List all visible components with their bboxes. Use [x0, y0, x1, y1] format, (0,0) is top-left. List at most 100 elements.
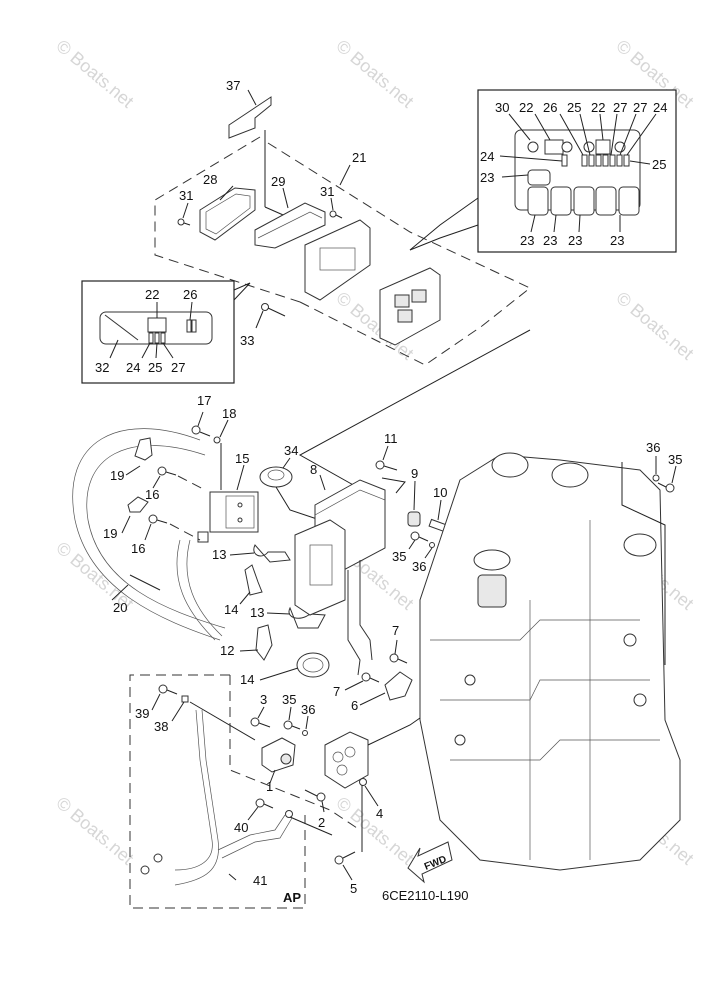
- leader-28: [219, 185, 234, 201]
- bracket-cutout: [309, 544, 333, 586]
- label-38: [181, 695, 189, 703]
- clamp-14: [244, 564, 263, 596]
- callout-14: 14: [224, 602, 238, 617]
- leader-35: [288, 706, 292, 721]
- callout-29: 29: [271, 174, 285, 189]
- relay-4-socket: [344, 746, 356, 758]
- cable-terminal: [285, 810, 293, 818]
- cable-41: [174, 709, 219, 886]
- inset-callout: 24: [653, 100, 667, 115]
- fuse-26: [186, 319, 192, 333]
- ap-group-boundary: [129, 674, 306, 909]
- hardware-group-top-right: 36 35: [621, 440, 682, 665]
- ecu-connector: [319, 247, 356, 271]
- leader-1: [269, 769, 276, 784]
- oil-pump-gear: [477, 574, 507, 608]
- relay-22: [544, 139, 564, 155]
- callout-36: 36: [301, 702, 315, 717]
- clamp-13: [253, 544, 291, 563]
- ap-label: AP: [283, 890, 301, 905]
- bracket-arm: [347, 570, 361, 676]
- harness-outline: [72, 428, 221, 641]
- callout-13: 13: [250, 605, 264, 620]
- leader: [499, 155, 563, 162]
- assembly-line: [169, 523, 201, 541]
- fuse-26: [191, 319, 197, 333]
- leader: [559, 113, 584, 156]
- relay-4-socket: [332, 751, 344, 763]
- watermark: © Boats.net: [52, 793, 137, 869]
- relay: [394, 294, 410, 308]
- inset-callout: 23: [520, 233, 534, 248]
- inset-callout: 24: [126, 360, 140, 375]
- inset-fuse-holder-detail: 22 26 32 24 25 27: [81, 280, 251, 384]
- ground-lead: [186, 539, 223, 637]
- inset-callout: 26: [543, 100, 557, 115]
- callout-13: 13: [212, 547, 226, 562]
- group-boundary: [267, 142, 531, 327]
- fwd-indicator: FWD: [407, 841, 453, 884]
- engine-port: [491, 452, 529, 478]
- callout-38: 38: [154, 719, 168, 734]
- ecu-assembly-group: 37 21 28 29 31 31 33: [154, 78, 531, 366]
- relay-screw: [237, 502, 243, 508]
- bolt-7: [389, 653, 408, 664]
- assembly-line: [621, 462, 666, 665]
- leader-16: [152, 475, 161, 489]
- leader-line: [381, 477, 406, 494]
- leader: [626, 113, 657, 156]
- leader-13: [229, 552, 255, 556]
- bolt-35: [283, 720, 301, 730]
- leader: [579, 113, 591, 156]
- bracket-arm: [359, 560, 373, 661]
- callout-37: 37: [226, 78, 240, 93]
- callout-7: 7: [333, 684, 340, 699]
- assembly-line: [289, 816, 333, 836]
- bolt-17: [191, 425, 211, 437]
- watermark: © Boats.net: [52, 36, 137, 112]
- relay-screw: [237, 517, 243, 523]
- leader: [578, 214, 581, 233]
- callout-3: 3: [260, 692, 267, 707]
- inset-callout: 23: [480, 170, 494, 185]
- clamp-14-inner: [302, 657, 324, 673]
- leader-16: [144, 523, 152, 541]
- leader-4: [364, 785, 379, 807]
- leader: [530, 214, 536, 233]
- leader-19: [125, 465, 141, 476]
- callout-36: 36: [412, 559, 426, 574]
- callout-14: 14: [240, 672, 254, 687]
- grommet: [359, 778, 367, 786]
- leader-13: [266, 612, 291, 615]
- leader-8: [319, 474, 326, 491]
- relay-4: [324, 731, 369, 789]
- leader-12: [239, 649, 259, 652]
- holder-1: [261, 737, 296, 773]
- diagram-code: 6CE2110-L190: [382, 888, 469, 903]
- engine-block-outline: [419, 454, 681, 871]
- inset-callout: 22: [519, 100, 533, 115]
- leader-29: [282, 187, 289, 209]
- bolt-35: [657, 482, 675, 493]
- clamp-group: 13 14 13 12 14: [212, 544, 330, 687]
- holder-8-edge: [314, 489, 386, 516]
- callout-18: 18: [222, 406, 236, 421]
- leader-3: [257, 706, 265, 719]
- leader: [189, 301, 193, 321]
- callout-41: 41: [253, 873, 267, 888]
- ecu-module: [304, 219, 371, 301]
- cable-terminal: [153, 853, 163, 863]
- inset-callout: 26: [183, 287, 197, 302]
- stay-6: [384, 671, 413, 701]
- callout-15: 15: [235, 451, 249, 466]
- fuse-24: [148, 332, 154, 344]
- callout-31: 31: [179, 188, 193, 203]
- leader-36: [305, 715, 309, 730]
- callout-34: 34: [284, 443, 298, 458]
- label-plate-37: [228, 96, 272, 139]
- engine-port: [551, 462, 589, 488]
- engine-port: [623, 533, 657, 557]
- engine-boss: [464, 674, 476, 686]
- callout-8: 8: [310, 462, 317, 477]
- callout-10: 10: [433, 485, 447, 500]
